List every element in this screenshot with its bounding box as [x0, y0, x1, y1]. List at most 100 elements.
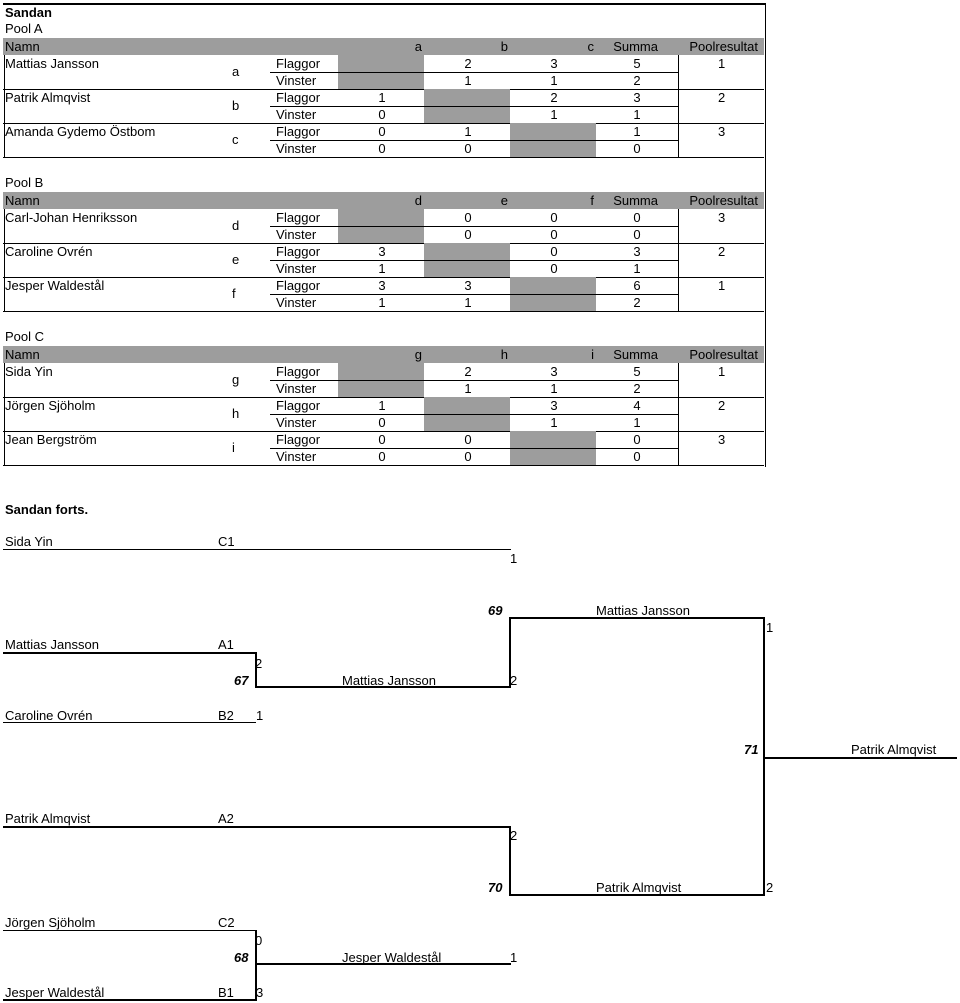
header-poolresultat: Poolresultat [689, 39, 758, 54]
match-number: 71 [744, 742, 759, 757]
player-letter: d [232, 218, 240, 233]
pool-result: 2 [718, 90, 726, 105]
vinster-value: 1 [550, 73, 558, 88]
bracket-entry-score: 3 [256, 985, 264, 1000]
vinster-value: 1 [464, 295, 472, 310]
row-divider [3, 89, 764, 90]
bracket-entry-seed: B2 [218, 708, 234, 723]
column-divider [4, 277, 5, 311]
vinster-value: 0 [378, 449, 386, 464]
flaggor-sum: 0 [633, 432, 641, 447]
pool-result: 1 [718, 364, 726, 379]
flaggor-value: 1 [378, 90, 386, 105]
bracket-line [763, 617, 765, 894]
column-divider [678, 209, 679, 243]
bracket-line [255, 686, 511, 688]
flaggor-sum: 3 [633, 90, 641, 105]
flaggor-label: Flaggor [276, 364, 321, 379]
bracket-entry-score: 2 [510, 828, 518, 843]
bracket-entry-seed: C1 [218, 534, 235, 549]
vinster-value: 1 [464, 73, 472, 88]
bracket-line [3, 826, 511, 828]
bracket-line [255, 963, 511, 965]
pool-result: 1 [718, 278, 726, 293]
vinster-label: Vinster [276, 261, 317, 276]
bracket-line [509, 826, 511, 896]
row-divider [3, 311, 764, 312]
subrow-divider [270, 414, 678, 415]
pool-name: Pool A [5, 21, 43, 36]
vinster-label: Vinster [276, 141, 317, 156]
flaggor-label: Flaggor [276, 124, 321, 139]
subrow-divider [270, 260, 678, 261]
player-name: Carl-Johan Henriksson [5, 210, 138, 225]
column-divider [678, 55, 679, 89]
flaggor-value: 3 [550, 56, 558, 71]
column-divider [678, 397, 679, 431]
player-letter: a [232, 64, 240, 79]
vinster-value: 0 [464, 449, 472, 464]
player-letter: i [232, 440, 235, 455]
header-col-e: e [500, 193, 508, 208]
player-name: Patrik Almqvist [5, 90, 91, 105]
bracket-entry-name: Caroline Ovrén [5, 708, 93, 723]
bracket-entry-name: Sida Yin [5, 534, 53, 549]
player-name: Jean Bergström [5, 432, 97, 447]
player-name: Jesper Waldestål [5, 278, 105, 293]
column-divider [4, 55, 5, 89]
row-divider [3, 431, 764, 432]
flaggor-label: Flaggor [276, 398, 321, 413]
bracket-line [509, 894, 765, 896]
vinster-value: 0 [550, 227, 558, 242]
flaggor-value: 0 [550, 210, 558, 225]
vinster-sum: 2 [633, 73, 641, 88]
bracket-entry-score: 2 [255, 656, 263, 671]
bracket-entry-name: Jesper Waldestål [5, 985, 105, 1000]
row-divider [3, 243, 764, 244]
pool-result: 3 [718, 210, 726, 225]
flaggor-value: 2 [550, 90, 558, 105]
header-poolresultat: Poolresultat [689, 193, 758, 208]
bracket-line [255, 930, 257, 965]
column-divider [678, 277, 679, 311]
subrow-divider [270, 72, 678, 73]
row-divider [3, 157, 764, 158]
bracket-entry-score: 1 [256, 708, 264, 723]
pool-result: 2 [718, 398, 726, 413]
subrow-divider [270, 140, 678, 141]
header-summa: Summa [613, 193, 658, 208]
row-divider [3, 397, 764, 398]
vinster-value: 1 [378, 261, 386, 276]
flaggor-value: 0 [464, 210, 472, 225]
flaggor-label: Flaggor [276, 90, 321, 105]
flaggor-sum: 3 [633, 244, 641, 259]
vinster-sum: 1 [633, 261, 641, 276]
bracket-entry-name: Mattias Jansson [5, 637, 99, 652]
player-letter: g [232, 372, 240, 387]
pool-name: Pool C [5, 329, 45, 344]
header-col-g: g [414, 347, 422, 362]
player-letter: b [232, 98, 240, 113]
column-divider [4, 209, 5, 243]
pool-result: 3 [718, 124, 726, 139]
pool-sheet [3, 3, 766, 467]
match-winner: Patrik Almqvist [596, 880, 682, 895]
bracket-entry-seed: A1 [218, 637, 234, 652]
vinster-label: Vinster [276, 295, 317, 310]
bracket-entry-seed: C2 [218, 915, 235, 930]
match-score: 2 [766, 880, 774, 895]
column-divider [678, 123, 679, 157]
pool-result: 2 [718, 244, 726, 259]
vinster-value: 1 [550, 381, 558, 396]
player-name: Sida Yin [5, 364, 53, 379]
vinster-sum: 2 [633, 381, 641, 396]
vinster-value: 0 [464, 141, 472, 156]
flaggor-sum: 1 [633, 124, 641, 139]
vinster-sum: 0 [633, 227, 641, 242]
row-divider [3, 123, 764, 124]
match-number: 67 [234, 673, 249, 688]
flaggor-value: 1 [464, 124, 472, 139]
flaggor-label: Flaggor [276, 432, 321, 447]
player-letter: c [232, 132, 239, 147]
match-score: 2 [510, 673, 518, 688]
